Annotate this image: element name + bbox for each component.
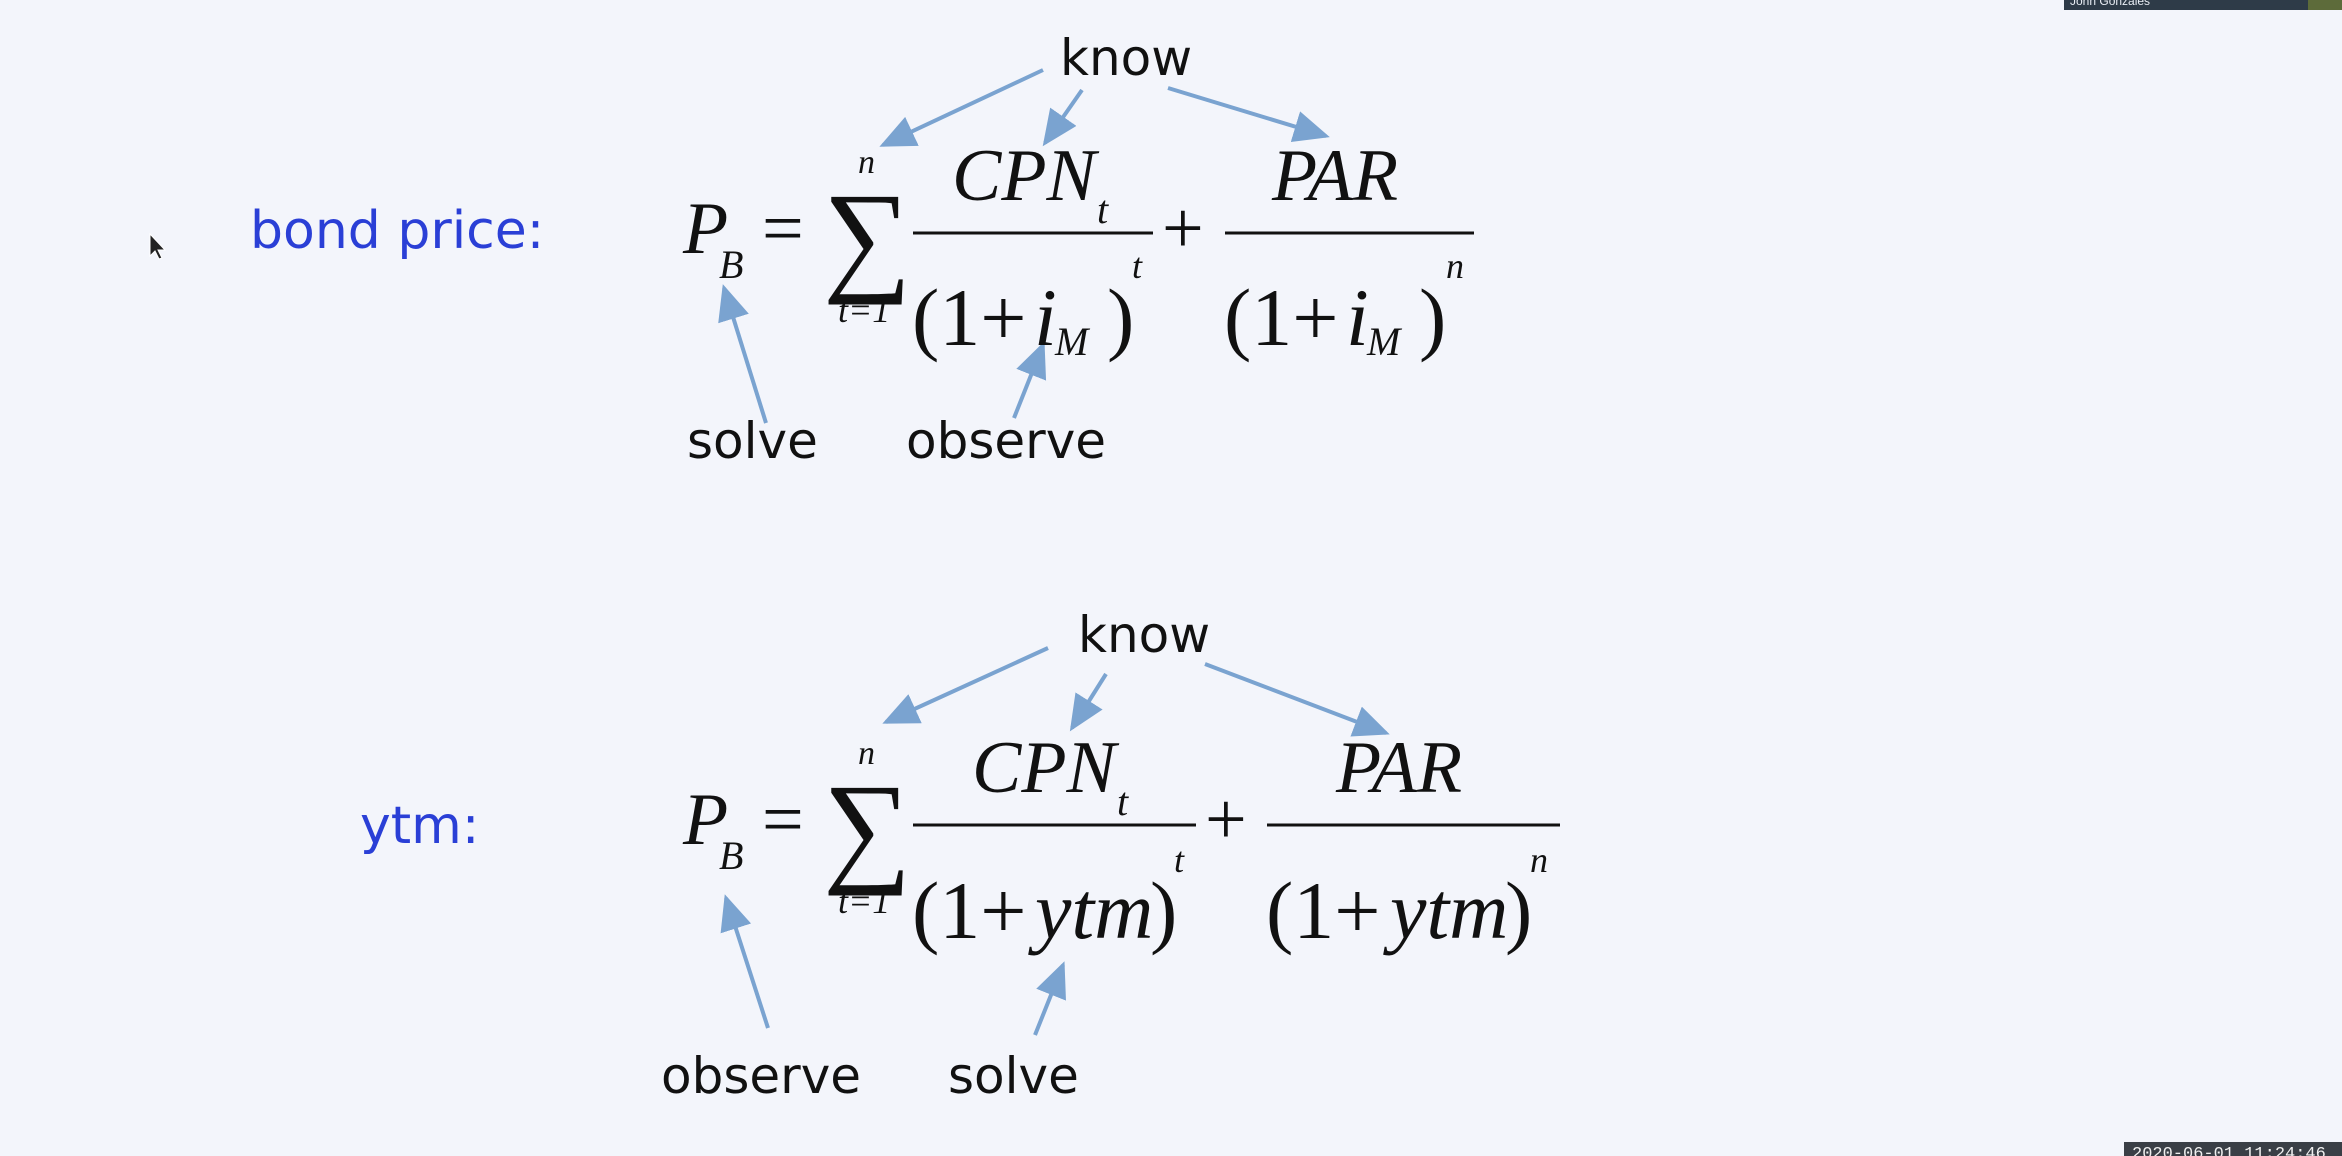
- annotation-observe-1: observe: [906, 412, 1106, 470]
- annotation-know-2: know: [1078, 606, 1210, 664]
- summation-sign-2: ∑: [823, 759, 911, 896]
- denominator-close: ): [1107, 272, 1134, 363]
- annotation-know-1: know: [1060, 29, 1192, 87]
- sum-upper-limit: n: [858, 144, 875, 181]
- price-subscript-2: B: [719, 833, 743, 878]
- mouse-pointer-icon: [149, 232, 167, 260]
- equals-sign: =: [762, 188, 804, 270]
- coupon-numerator: CPN: [952, 135, 1100, 217]
- equals-sign-2: =: [762, 779, 804, 861]
- sum-upper-limit-2: n: [858, 735, 875, 772]
- arrow-know-to-cpn-2: [1069, 672, 1108, 732]
- equation-label-bond-price: bond price:: [250, 201, 544, 261]
- webcam-thumbnail[interactable]: John Gonzales: [2064, 0, 2342, 10]
- equation-label-ytm: ytm:: [360, 796, 479, 856]
- price-symbol: P: [682, 188, 728, 270]
- arrow-know-to-sum-upper-2: [882, 646, 1049, 724]
- recording-timestamp: 2020-06-01 11:24:46: [2124, 1142, 2342, 1156]
- arrow-solve-to-price-1: [718, 284, 768, 424]
- plus-sign: +: [1162, 188, 1204, 270]
- arrow-know-to-sum-upper-1: [879, 68, 1044, 147]
- price-symbol-2: P: [682, 779, 728, 861]
- arrow-know-to-cpn-1: [1042, 88, 1084, 147]
- webcam-participant-name: John Gonzales: [2070, 0, 2151, 8]
- plus-sign-2: +: [1205, 779, 1247, 861]
- arrow-observe-to-price-2: [720, 894, 770, 1029]
- denominator-exponent-2: t: [1174, 840, 1185, 880]
- par-denominator-close-2: ): [1505, 865, 1532, 956]
- arrow-know-to-par-2: [1204, 662, 1390, 737]
- par-ytm-symbol: ytm: [1383, 865, 1508, 956]
- summation-sign: ∑: [823, 168, 911, 305]
- rate-subscript: M: [1054, 319, 1091, 364]
- sum-lower-limit-2: t=1: [838, 881, 890, 921]
- denominator-exponent: t: [1132, 246, 1143, 286]
- annotation-solve-2: solve: [948, 1047, 1079, 1105]
- rate-symbol: i: [1034, 272, 1057, 363]
- par-denominator-exponent: n: [1446, 246, 1464, 286]
- equation-ytm: ytm: know observe solve P B = ∑ n t=1 CP…: [360, 606, 1560, 1105]
- par-denominator-exponent-2: n: [1530, 840, 1548, 880]
- price-subscript: B: [719, 242, 743, 287]
- sum-lower-limit: t=1: [838, 290, 890, 330]
- arrow-know-to-par-1: [1167, 86, 1330, 143]
- denominator-open-2: (1+: [912, 865, 1027, 956]
- denominator-close-2: ): [1150, 865, 1177, 956]
- denominator-open: (1+: [912, 272, 1027, 363]
- par-numerator: PAR: [1271, 135, 1398, 217]
- arrow-solve-to-ytm-2: [1033, 961, 1066, 1036]
- ytm-symbol: ytm: [1028, 865, 1153, 956]
- annotation-observe-2: observe: [661, 1047, 861, 1105]
- par-numerator-2: PAR: [1335, 727, 1462, 809]
- coupon-subscript: t: [1097, 187, 1109, 232]
- webcam-video-edge: [2308, 0, 2342, 10]
- equation-bond-price: bond price: know solve observe P B = ∑ n…: [250, 29, 1474, 470]
- par-denominator-open: (1+: [1224, 272, 1339, 363]
- annotation-solve-1: solve: [687, 412, 818, 470]
- coupon-subscript-2: t: [1117, 779, 1129, 824]
- par-denominator-open-2: (1+: [1266, 865, 1381, 956]
- coupon-numerator-2: CPN: [972, 727, 1120, 809]
- arrow-observe-to-rate-1: [1012, 341, 1047, 419]
- par-denominator-close: ): [1419, 272, 1446, 363]
- par-rate-symbol: i: [1346, 272, 1369, 363]
- par-rate-subscript: M: [1366, 319, 1403, 364]
